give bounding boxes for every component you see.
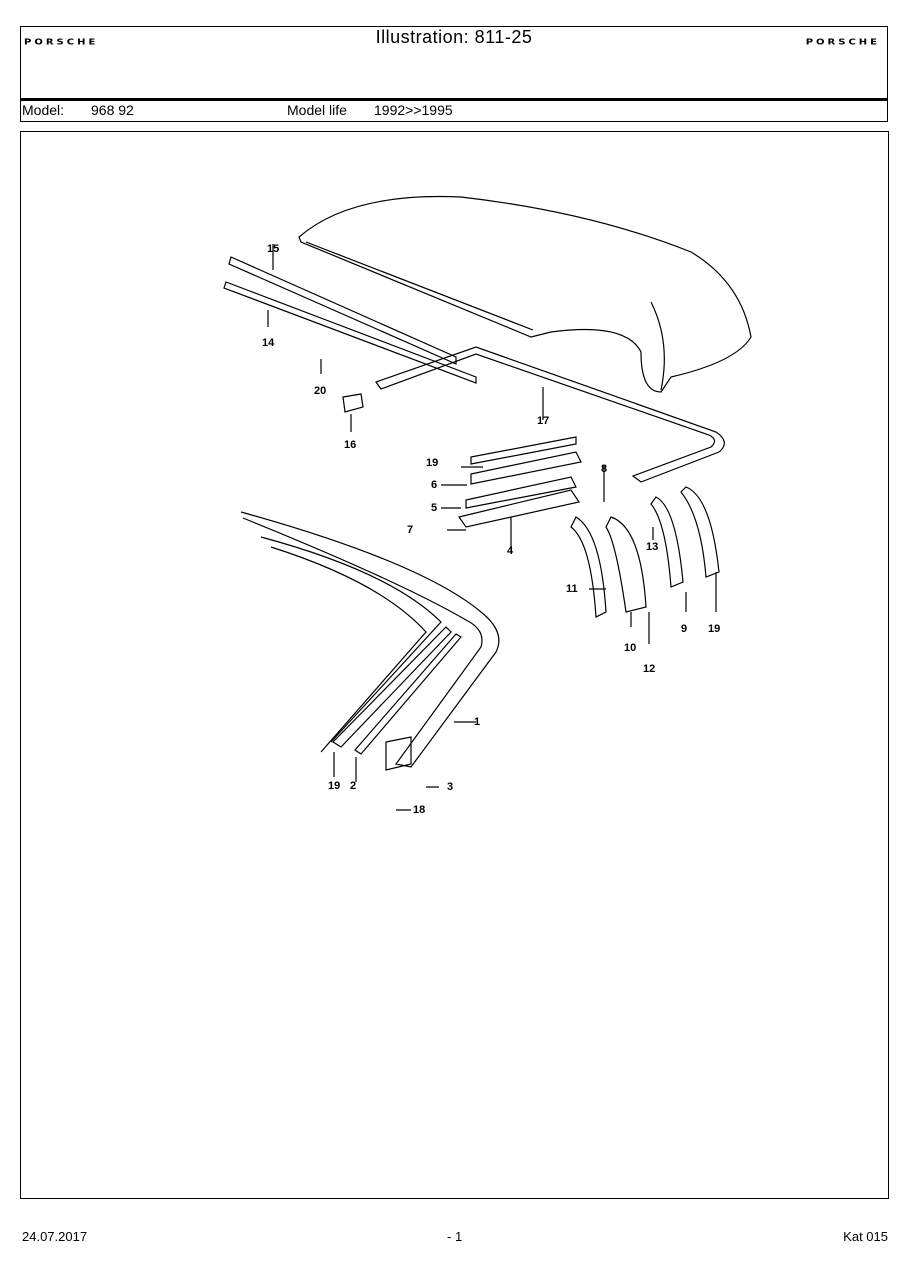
footer-date: 24.07.2017 — [22, 1229, 88, 1244]
callout-9: 9 — [681, 623, 687, 635]
callout-11: 11 — [566, 583, 578, 595]
part-10 — [605, 516, 647, 613]
strip-15 — [228, 256, 457, 365]
callout-1: 1 — [474, 716, 480, 728]
model-life-value: 1992>>1995 — [374, 102, 453, 118]
callout-2: 2 — [350, 780, 356, 792]
strip-4 — [458, 489, 580, 528]
illustration-title: Illustration: 811-25 — [375, 27, 533, 47]
porsche-logo-left: PORSCHE — [24, 38, 99, 47]
seal-17 — [375, 346, 725, 483]
strip-19b — [680, 486, 720, 578]
callout-16: 16 — [344, 439, 356, 451]
header: PORSCHE Illustration: 811-25 PORSCHE Mod… — [20, 26, 888, 122]
callout-15: 15 — [267, 243, 279, 255]
callout-10: 10 — [624, 642, 636, 654]
part-16 — [342, 393, 364, 413]
illustration-panel: 15 14 20 16 17 19 6 5 7 4 8 13 11 10 12 … — [20, 131, 889, 1199]
callout-17: 17 — [537, 415, 549, 427]
callout-14: 14 — [262, 337, 275, 349]
soft-top — [298, 195, 752, 393]
porsche-logo-right: PORSCHE — [805, 38, 880, 47]
callout-20: 20 — [314, 385, 326, 397]
callout-19-top: 19 — [426, 457, 438, 469]
strip-19c — [332, 626, 452, 748]
model-row: Model: 968 92 Model life 1992>>1995 — [21, 98, 887, 121]
parts-exploded-diagram: 15 14 20 16 17 19 6 5 7 4 8 13 11 10 12 … — [223, 195, 752, 816]
model-label: Model: — [22, 102, 65, 118]
part-11 — [570, 516, 607, 618]
model-value: 968 92 — [91, 102, 134, 118]
strip-19a — [470, 436, 577, 465]
footer-page: - 1 — [447, 1229, 463, 1244]
windshield-frame — [240, 511, 500, 768]
callout-8: 8 — [601, 463, 607, 475]
callout-6: 6 — [431, 479, 437, 491]
callout-3: 3 — [447, 781, 453, 793]
callout-19-bottom: 19 — [328, 780, 340, 792]
callout-labels: 15 14 20 16 17 19 6 5 7 4 8 13 11 10 12 … — [262, 243, 720, 816]
callout-18: 18 — [413, 804, 425, 816]
callout-7: 7 — [407, 524, 413, 536]
strip-5 — [465, 476, 577, 509]
strip-6 — [470, 451, 582, 485]
callout-5: 5 — [431, 502, 437, 514]
callout-13: 13 — [646, 541, 658, 553]
callout-12: 12 — [643, 663, 655, 675]
strip-2 — [354, 633, 462, 755]
part-9 — [650, 496, 684, 588]
callout-19-right: 19 — [708, 623, 720, 635]
strip-14 — [223, 281, 477, 384]
footer-catalog: Kat 015 — [843, 1229, 888, 1244]
callout-4: 4 — [507, 545, 514, 557]
pillar-1 — [385, 736, 412, 771]
model-life-label: Model life — [287, 102, 347, 118]
